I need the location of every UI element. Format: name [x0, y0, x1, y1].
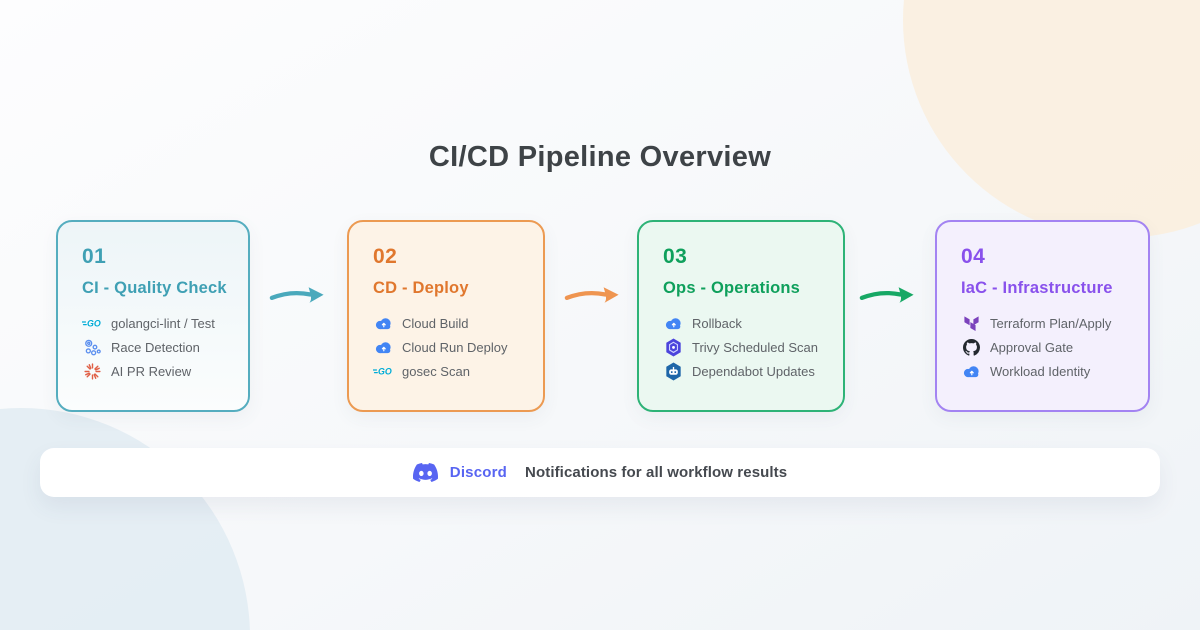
flow-arrow — [268, 283, 326, 307]
list-item: gosec Scan — [373, 359, 533, 383]
discord-brand-label: Discord — [449, 464, 508, 481]
stage-heading: CD - Deploy — [373, 279, 469, 297]
list-item-label: Rollback — [692, 315, 742, 331]
go-logo-icon — [373, 365, 393, 378]
stage-heading: Ops - Operations — [663, 279, 801, 297]
go-logo-icon — [82, 317, 102, 330]
list-item: Cloud Run Deploy — [373, 335, 533, 359]
list-item-label: Race Detection — [111, 339, 200, 355]
list-item: Workload Identity — [961, 359, 1138, 383]
list-item: Race Detection — [82, 335, 238, 359]
list-item: Approval Gate — [961, 335, 1138, 359]
dependabot-icon — [663, 362, 683, 381]
stage-heading: CI - Quality Check — [82, 279, 227, 297]
ai-spark-icon — [82, 363, 102, 380]
list-item: Dependabot Updates — [663, 359, 833, 383]
flow-arrow — [858, 283, 916, 307]
github-icon — [961, 339, 981, 356]
stage-number: 01 — [82, 245, 107, 268]
notification-message: Notifications for all workflow results — [525, 464, 788, 481]
list-item-label: AI PR Review — [111, 363, 192, 379]
cloud-icon — [961, 364, 981, 379]
list-item: Cloud Build — [373, 311, 533, 335]
list-item-label: Dependabot Updates — [692, 363, 815, 379]
goroutines-cluster-icon — [82, 339, 102, 356]
terraform-icon — [961, 315, 981, 332]
list-item-label: Workload Identity — [990, 363, 1091, 379]
stage-number: 02 — [373, 245, 398, 268]
cloud-icon — [373, 340, 393, 355]
stage-card-cd: 02 CD - Deploy Cloud Build Cloud Run Dep… — [347, 220, 545, 412]
list-item: golangci-lint / Test — [82, 311, 238, 335]
cloud-icon — [373, 316, 393, 331]
stage-number: 03 — [663, 245, 688, 268]
decor-circle-blue — [0, 408, 250, 630]
list-item-label: Cloud Build — [402, 315, 469, 331]
list-item-label: Approval Gate — [990, 339, 1074, 355]
stage-heading: IaC - Infrastructure — [961, 279, 1113, 297]
list-item-label: Cloud Run Deploy — [402, 339, 508, 355]
list-item-label: Terraform Plan/Apply — [990, 315, 1112, 331]
list-item-label: gosec Scan — [402, 363, 470, 379]
list-item: Rollback — [663, 311, 833, 335]
list-item-label: Trivy Scheduled Scan — [692, 339, 818, 355]
decor-circle-peach — [903, 0, 1200, 238]
page-title: CI/CD Pipeline Overview — [428, 141, 772, 173]
list-item: Trivy Scheduled Scan — [663, 335, 833, 359]
discord-icon — [413, 460, 438, 485]
notification-bar: Discord Notifications for all workflow r… — [40, 448, 1160, 497]
list-item: AI PR Review — [82, 359, 238, 383]
trivy-hexagon-icon — [663, 338, 683, 357]
stage-card-ops: 03 Ops - Operations Rollback Trivy Sched… — [637, 220, 845, 412]
stage-number: 04 — [961, 245, 986, 268]
flow-arrow — [563, 283, 621, 307]
list-item-label: golangci-lint / Test — [111, 315, 215, 331]
stage-card-iac: 04 IaC - Infrastructure Terraform Plan/A… — [935, 220, 1150, 412]
stage-card-ci: 01 CI - Quality Check golangci-lint / Te… — [56, 220, 250, 412]
cloud-icon — [663, 316, 683, 331]
list-item: Terraform Plan/Apply — [961, 311, 1138, 335]
